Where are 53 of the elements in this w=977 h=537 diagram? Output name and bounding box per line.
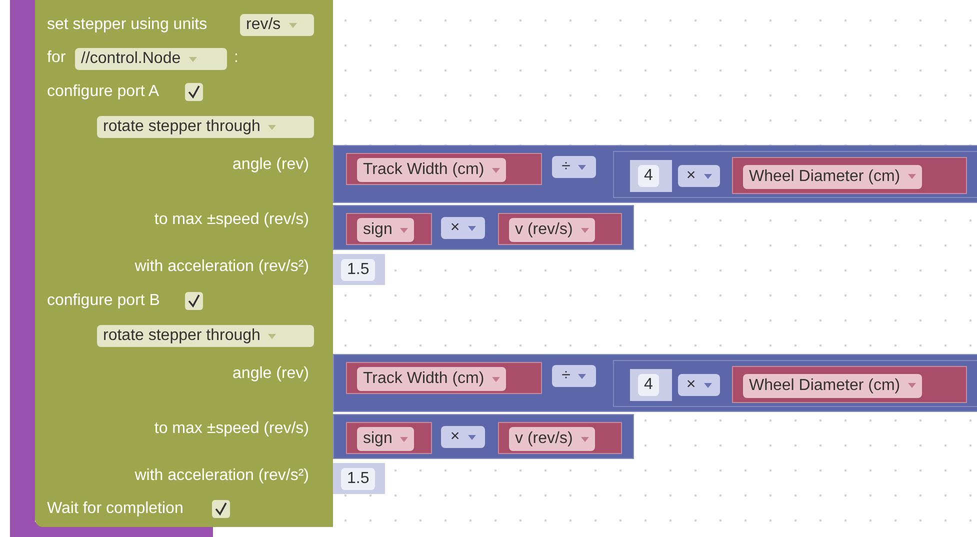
operator-block: [613, 151, 977, 198]
dropdown-field: Track Width (cm): [357, 367, 506, 391]
dropdown-field: Wheel Diameter (cm): [743, 164, 922, 188]
dropdown-field: sign: [357, 427, 414, 451]
number-block: [630, 369, 672, 401]
operator-dropdown: ×: [678, 165, 720, 187]
operator-block: [613, 360, 977, 407]
operator-dropdown: ÷: [552, 365, 596, 387]
variable-block: [346, 422, 432, 454]
operator-dropdown: ×: [441, 426, 485, 448]
operator-block: [333, 145, 977, 203]
number-field: 1.5: [341, 468, 376, 490]
block-label: angle (rev): [232, 364, 309, 384]
block-label: configure port B: [47, 291, 160, 311]
block-label: :: [234, 48, 238, 68]
dropdown-field: //control.Node: [75, 48, 227, 70]
operator-block: [333, 414, 634, 459]
number-block: [333, 254, 385, 285]
number-block: [333, 463, 385, 494]
operator-dropdown: ×: [441, 217, 485, 239]
number-field: 4: [638, 374, 659, 396]
dropdown-field: rev/s: [240, 14, 314, 36]
block-label: Wait for completion: [47, 499, 184, 519]
dropdown-field: sign: [357, 218, 414, 242]
operator-block: [333, 205, 634, 250]
dropdown-field: rotate stepper through: [97, 325, 314, 347]
block-label: to max ±speed (rev/s): [154, 419, 309, 439]
dropdown-field: rotate stepper through: [97, 116, 314, 138]
block-label: configure port A: [47, 82, 160, 102]
operator-block: [333, 354, 977, 412]
block-label: with acceleration (rev/s²): [134, 257, 309, 277]
block-label: angle (rev): [232, 155, 309, 175]
variable-block: [732, 366, 967, 403]
number-field: 1.5: [341, 258, 376, 280]
statement-block: [35, 0, 333, 527]
dropdown-field: Track Width (cm): [357, 158, 506, 182]
dropdown-field: Wheel Diameter (cm): [743, 374, 922, 398]
variable-block: [346, 362, 542, 394]
block-label: with acceleration (rev/s²): [134, 466, 309, 486]
variable-block: [498, 213, 622, 245]
block-label: to max ±speed (rev/s): [154, 210, 309, 230]
variable-block: [498, 422, 622, 454]
block-label: for: [47, 48, 66, 68]
operator-dropdown: ×: [678, 374, 720, 396]
variable-block: [732, 157, 967, 194]
number-block: [630, 160, 672, 192]
operator-dropdown: ÷: [552, 156, 596, 178]
dropdown-field: v (rev/s): [509, 218, 595, 242]
dropdown-field: v (rev/s): [509, 427, 595, 451]
variable-block: [346, 153, 542, 185]
number-field: 4: [638, 165, 659, 187]
variable-block: [346, 213, 432, 245]
block-label: set stepper using units: [47, 15, 208, 35]
